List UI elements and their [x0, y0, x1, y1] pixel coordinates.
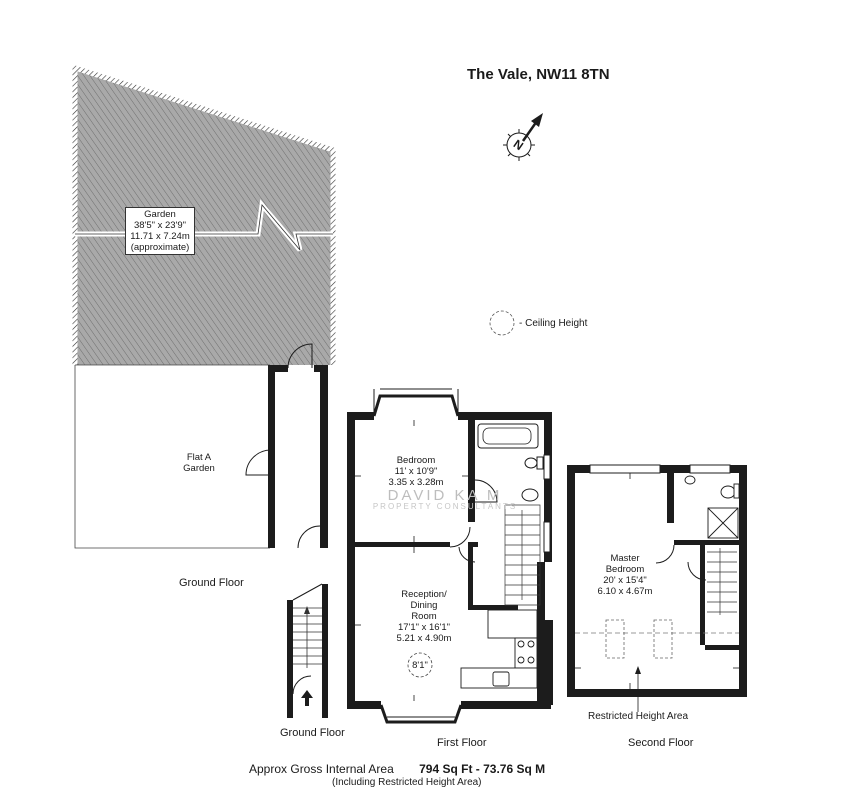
- reception-line3: Room: [411, 611, 437, 622]
- second-floor-plan: [567, 464, 747, 712]
- garden-metric-dimensions: 11.71 x 7.24m: [130, 231, 190, 242]
- ground-floor-corridor: [268, 365, 328, 548]
- master-line2: Bedroom: [605, 564, 645, 575]
- flat-a-garden: [74, 364, 270, 549]
- bedroom-imperial: 11' x 10'9": [394, 466, 438, 477]
- door-swing-bottom: [297, 525, 321, 549]
- reception-label: Reception/ Dining Room 17'1" x 16'1" 5.2…: [397, 589, 452, 644]
- flat-a-line1: Flat A: [186, 452, 212, 463]
- ceiling-height-legend-label: - Ceiling Height: [519, 318, 588, 329]
- watermark: DAVID KA M PROPERTY CONSULTANTS: [372, 487, 518, 512]
- reception-metric: 5.21 x 4.90m: [396, 633, 452, 644]
- garden-name: Garden: [144, 209, 176, 220]
- restricted-height-label: Restricted Height Area: [588, 711, 689, 722]
- master-imperial: 20' x 15'4": [603, 575, 647, 586]
- reception-line2: Dining: [410, 600, 438, 611]
- ground-floor-stair: [287, 583, 328, 718]
- flat-a-garden-label: Flat A Garden: [183, 452, 215, 474]
- watermark-line1: DAVID KA M: [387, 487, 503, 504]
- master-line1: Master: [610, 553, 640, 564]
- master-bedroom-label: Master Bedroom 20' x 15'4" 6.10 x 4.67m: [598, 553, 653, 597]
- garden-area: [72, 64, 336, 365]
- flat-a-line2: Garden: [183, 463, 215, 474]
- ground-floor-label-1: Ground Floor: [179, 577, 244, 589]
- reception-ceiling-height: 8'1": [412, 660, 428, 671]
- garden-approximate-note: (approximate): [130, 242, 190, 253]
- gross-area-line: Approx Gross Internal Area 794 Sq Ft - 7…: [249, 762, 545, 776]
- bedroom-name: Bedroom: [396, 455, 436, 466]
- door-swing-left: [245, 449, 272, 476]
- bedroom-label: Bedroom 11' x 10'9" 3.35 x 3.28m: [389, 455, 444, 488]
- ceiling-height-circle-icon: [489, 310, 515, 336]
- reception-line1: Reception/: [401, 589, 447, 600]
- north-arrow-icon: [503, 113, 543, 161]
- master-metric: 6.10 x 4.67m: [597, 586, 653, 597]
- garden-label-box: Garden 38'5" x 23'9" 11.71 x 7.24m (appr…: [125, 207, 195, 255]
- gross-area-value: 794 Sq Ft - 73.76 Sq M: [419, 762, 546, 776]
- gross-area-note: (Including Restricted Height Area): [332, 777, 482, 788]
- reception-imperial: 17'1" x 16'1": [397, 622, 451, 633]
- property-address-title: The Vale, NW11 8TN: [467, 66, 610, 83]
- garden-imperial-dimensions: 38'5" x 23'9": [133, 220, 187, 231]
- bedroom-metric: 3.35 x 3.28m: [388, 477, 444, 488]
- ground-floor-label-2: Ground Floor: [280, 727, 345, 739]
- second-floor-label: Second Floor: [628, 737, 694, 749]
- door-swing-top: [287, 343, 313, 369]
- watermark-line2: PROPERTY CONSULTANTS: [372, 502, 518, 511]
- entrance-arrow-icon: [301, 690, 313, 706]
- first-floor-label: First Floor: [437, 737, 487, 749]
- gross-area-prefix: Approx Gross Internal Area: [249, 762, 394, 776]
- first-floor-plan: [347, 388, 553, 724]
